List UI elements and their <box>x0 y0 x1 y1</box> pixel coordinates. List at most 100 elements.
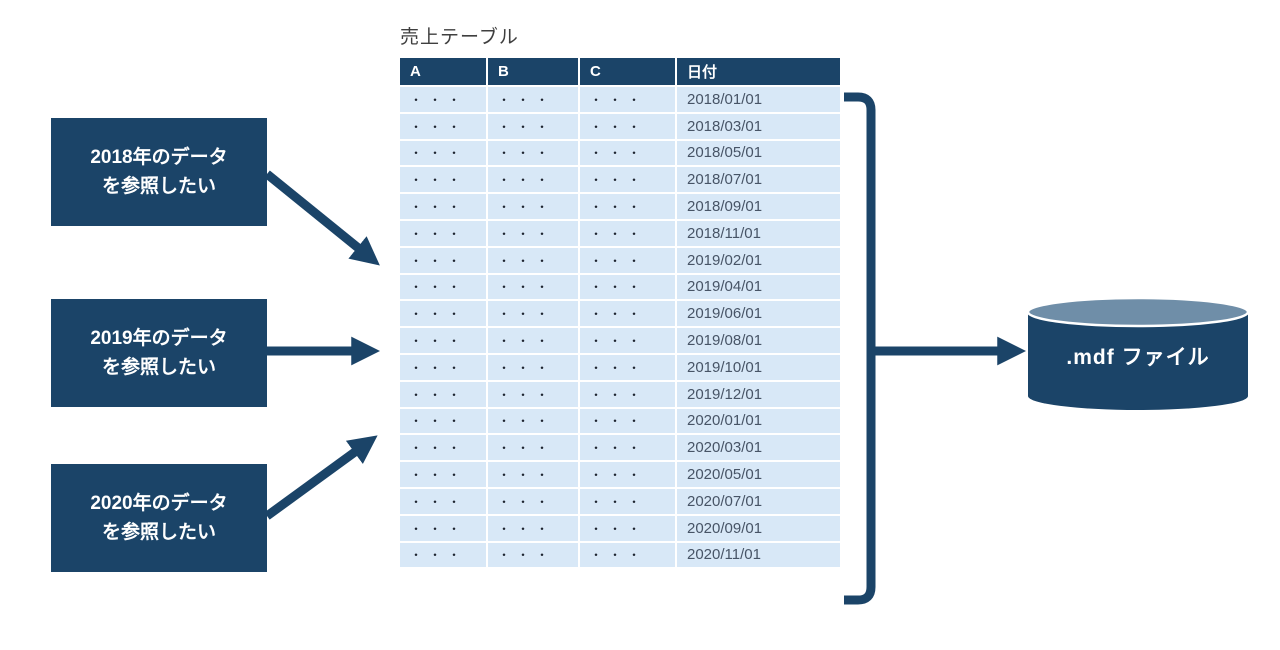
callout-2019-line2: を参照したい <box>101 357 216 378</box>
data-cell: ・・・ <box>487 219 580 248</box>
table-row: ・・・・・・・・・2020/09/01 <box>400 514 840 543</box>
arrow-2020-icon <box>264 435 378 520</box>
data-cell: ・・・ <box>487 327 580 355</box>
callout-2020-line2: を参照したい <box>101 522 216 543</box>
date-cell: 2020/05/01 <box>676 461 840 489</box>
table-row: ・・・・・・・・・2019/06/01 <box>400 300 840 329</box>
callout-2019-line1: 2019年のデータ <box>90 327 228 349</box>
date-cell: 2020/11/01 <box>676 541 840 570</box>
table-row: ・・・・・・・・・2019/08/01 <box>400 327 840 355</box>
date-cell: 2018/01/01 <box>676 86 840 114</box>
data-cell: ・・・ <box>487 246 580 275</box>
database-cylinder-top-icon <box>1026 296 1250 328</box>
table-row: ・・・・・・・・・2018/05/01 <box>400 139 840 168</box>
table-row: ・・・・・・・・・2020/07/01 <box>400 487 840 516</box>
data-cell: ・・・ <box>400 273 488 302</box>
data-cell: ・・・ <box>400 353 488 382</box>
data-cell: ・・・ <box>579 514 677 543</box>
data-cell: ・・・ <box>400 434 488 463</box>
data-cell: ・・・ <box>579 219 677 248</box>
data-cell: ・・・ <box>487 193 580 221</box>
data-cell: ・・・ <box>487 86 580 114</box>
data-cell: ・・・ <box>400 327 488 355</box>
table-row: ・・・・・・・・・2020/03/01 <box>400 434 840 463</box>
table-row: ・・・・・・・・・2020/11/01 <box>400 541 840 570</box>
data-cell: ・・・ <box>487 380 580 409</box>
data-cell: ・・・ <box>579 166 677 195</box>
data-cell: ・・・ <box>579 461 677 489</box>
data-cell: ・・・ <box>487 461 580 489</box>
date-cell: 2019/10/01 <box>676 353 840 382</box>
data-cell: ・・・ <box>579 246 677 275</box>
table-row: ・・・・・・・・・2018/03/01 <box>400 112 840 141</box>
column-header-b: B <box>487 58 580 87</box>
data-cell: ・・・ <box>400 193 488 221</box>
data-cell: ・・・ <box>400 487 488 516</box>
data-cell: ・・・ <box>400 300 488 329</box>
table-row: ・・・・・・・・・2018/01/01 <box>400 86 840 114</box>
data-cell: ・・・ <box>579 273 677 302</box>
table-title: 売上テーブル <box>400 27 519 48</box>
data-cell: ・・・ <box>400 246 488 275</box>
date-cell: 2018/11/01 <box>676 219 840 248</box>
callout-2018: 2018年のデータ を参照したい <box>51 118 267 226</box>
data-cell: ・・・ <box>487 112 580 141</box>
table-row: ・・・・・・・・・2020/01/01 <box>400 407 840 436</box>
data-cell: ・・・ <box>579 327 677 355</box>
callout-2019: 2019年のデータ を参照したい <box>51 299 267 407</box>
date-cell: 2019/06/01 <box>676 300 840 329</box>
data-cell: ・・・ <box>579 434 677 463</box>
date-cell: 2018/05/01 <box>676 139 840 168</box>
date-cell: 2018/07/01 <box>676 166 840 195</box>
data-cell: ・・・ <box>400 514 488 543</box>
data-cell: ・・・ <box>487 541 580 570</box>
callout-2018-line1: 2018年のデータ <box>90 146 228 168</box>
callout-2020: 2020年のデータ を参照したい <box>51 464 267 572</box>
date-cell: 2019/04/01 <box>676 273 840 302</box>
date-cell: 2020/07/01 <box>676 487 840 516</box>
data-cell: ・・・ <box>400 219 488 248</box>
date-cell: 2019/08/01 <box>676 327 840 355</box>
data-cell: ・・・ <box>487 300 580 329</box>
data-cell: ・・・ <box>579 487 677 516</box>
data-cell: ・・・ <box>400 541 488 570</box>
arrow-2018-icon <box>264 170 380 266</box>
data-cell: ・・・ <box>579 407 677 436</box>
callout-2020-line1: 2020年のデータ <box>90 492 228 514</box>
data-cell: ・・・ <box>579 112 677 141</box>
grouping-bracket-icon <box>844 92 876 605</box>
table-row: ・・・・・・・・・2018/07/01 <box>400 166 840 195</box>
data-cell: ・・・ <box>579 139 677 168</box>
column-header-a: A <box>400 58 488 87</box>
table-row: ・・・・・・・・・2019/12/01 <box>400 380 840 409</box>
date-cell: 2018/03/01 <box>676 112 840 141</box>
mdf-file-label: .mdf ファイル <box>1066 346 1210 369</box>
data-cell: ・・・ <box>400 112 488 141</box>
sales-table: A B C 日付 ・・・・・・・・・2018/01/01・・・・・・・・・201… <box>400 58 840 570</box>
data-cell: ・・・ <box>487 514 580 543</box>
data-cell: ・・・ <box>487 353 580 382</box>
data-cell: ・・・ <box>487 487 580 516</box>
data-cell: ・・・ <box>400 380 488 409</box>
data-cell: ・・・ <box>400 407 488 436</box>
table-header-row: A B C 日付 <box>400 58 840 87</box>
data-cell: ・・・ <box>579 353 677 382</box>
date-cell: 2019/12/01 <box>676 380 840 409</box>
data-cell: ・・・ <box>579 86 677 114</box>
date-cell: 2020/03/01 <box>676 434 840 463</box>
data-cell: ・・・ <box>400 461 488 489</box>
data-cell: ・・・ <box>579 380 677 409</box>
date-cell: 2020/01/01 <box>676 407 840 436</box>
data-cell: ・・・ <box>487 407 580 436</box>
sales-table-body: ・・・・・・・・・2018/01/01・・・・・・・・・2018/03/01・・… <box>400 86 840 570</box>
callout-2018-line2: を参照したい <box>101 176 216 197</box>
data-cell: ・・・ <box>400 166 488 195</box>
data-cell: ・・・ <box>487 166 580 195</box>
table-row: ・・・・・・・・・2020/05/01 <box>400 461 840 489</box>
table-row: ・・・・・・・・・2019/02/01 <box>400 246 840 275</box>
data-cell: ・・・ <box>579 541 677 570</box>
data-cell: ・・・ <box>579 300 677 329</box>
date-cell: 2019/02/01 <box>676 246 840 275</box>
column-header-c: C <box>579 58 677 87</box>
table-row: ・・・・・・・・・2018/09/01 <box>400 193 840 221</box>
